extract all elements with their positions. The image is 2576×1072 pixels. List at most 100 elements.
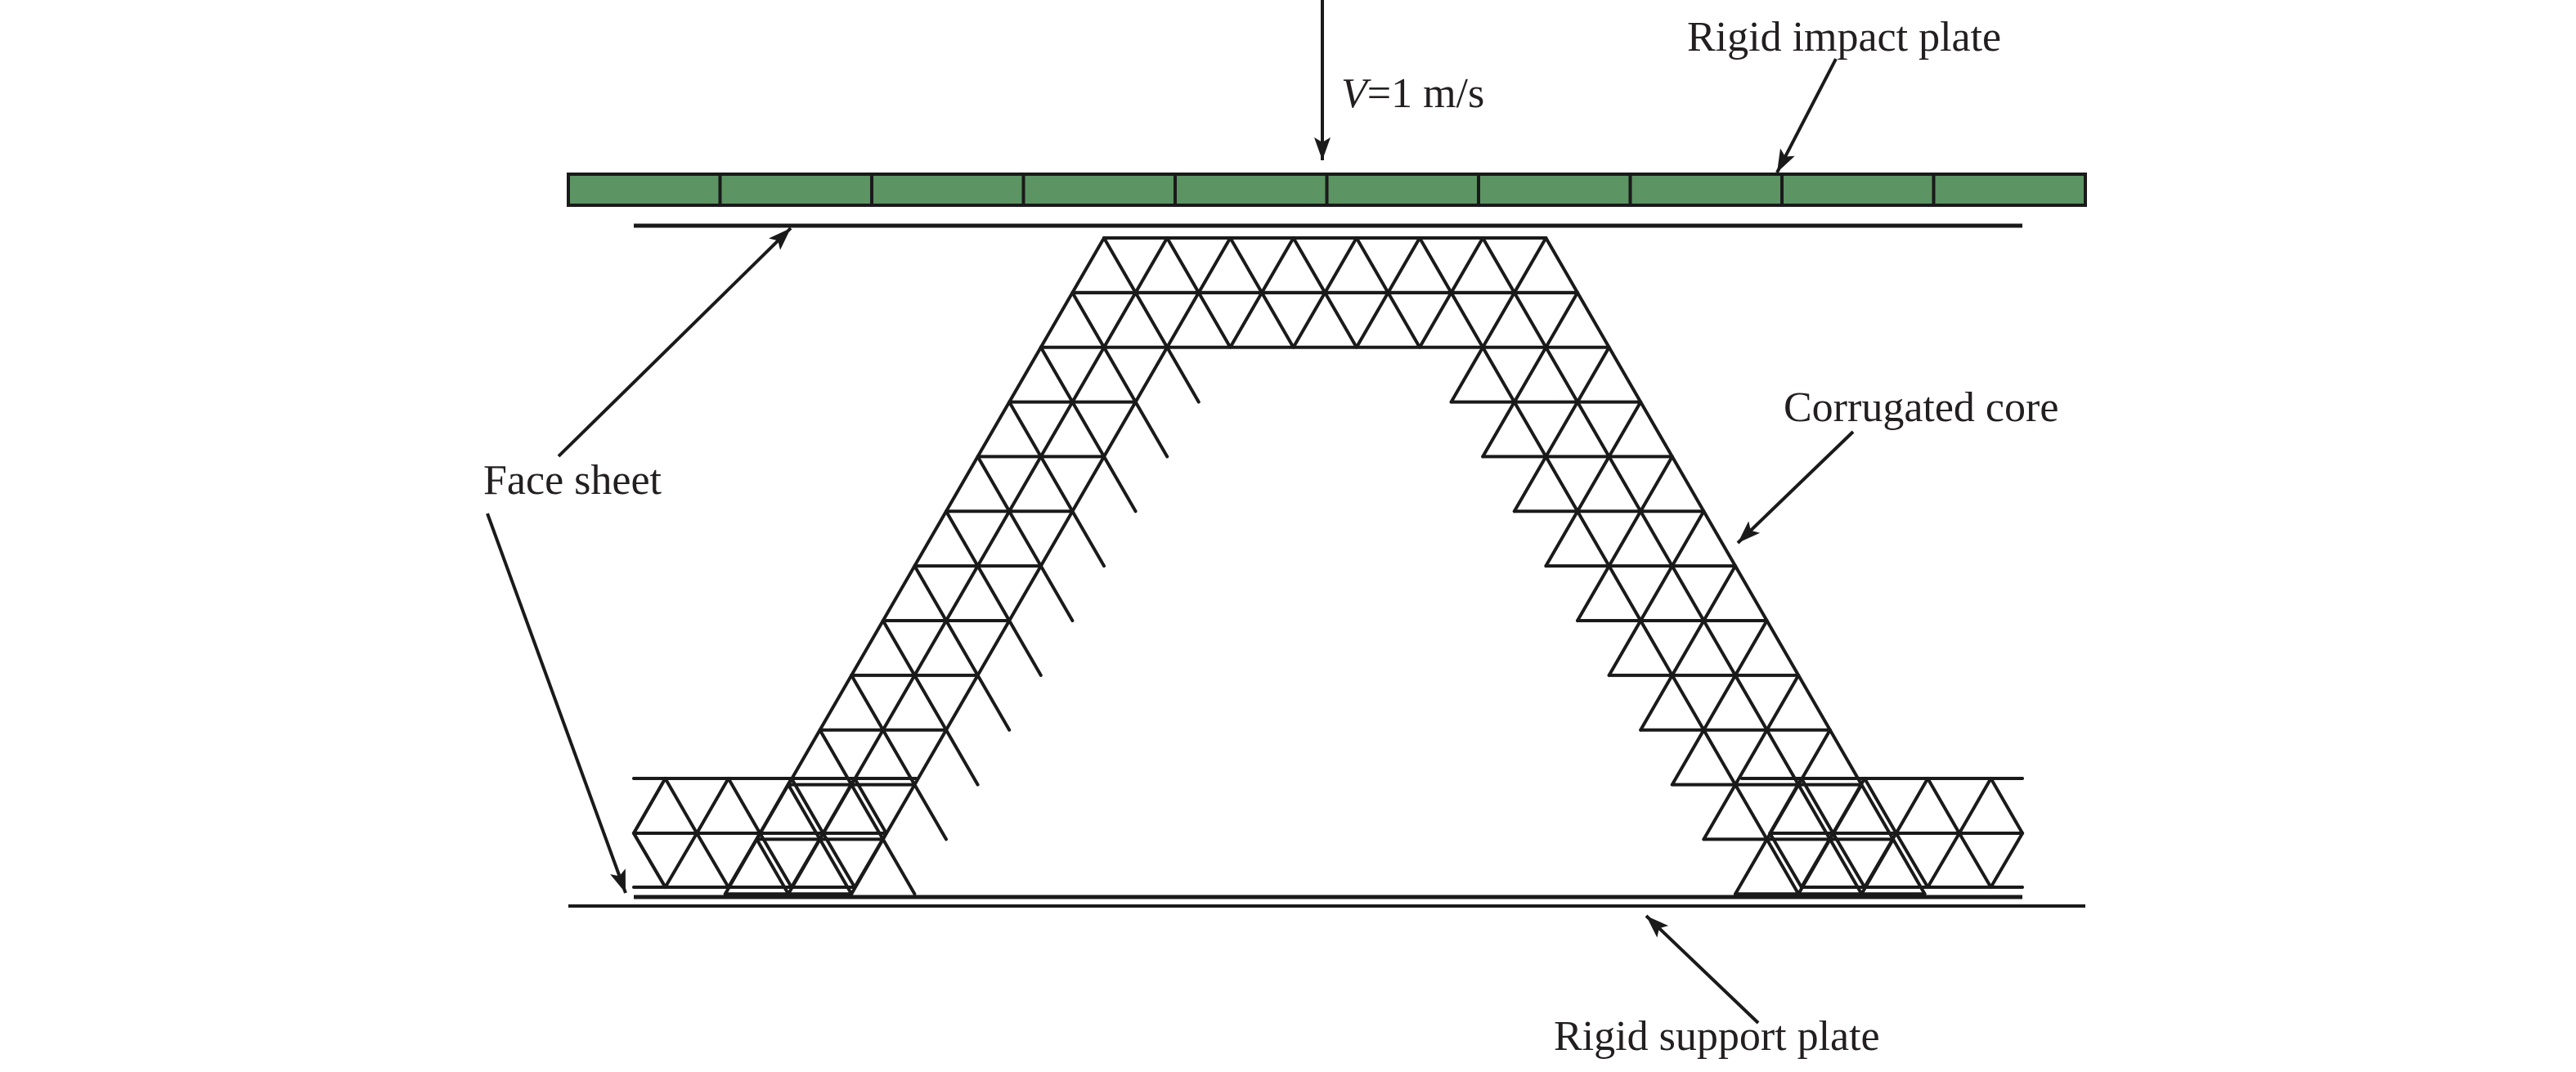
core-strut	[913, 673, 948, 732]
core-strut	[1008, 400, 1043, 459]
core-strut	[1070, 455, 1106, 514]
core-strut	[726, 777, 762, 835]
core-strut	[1354, 290, 1390, 349]
face-sheet-label: Face sheet	[483, 457, 662, 504]
core-strut	[1799, 777, 1835, 835]
core-strut	[1418, 236, 1453, 294]
core-strut	[1734, 673, 1769, 732]
core-strut	[1734, 619, 1769, 677]
core-strut	[1102, 236, 1138, 294]
core-strut	[1702, 619, 1737, 677]
core-strut	[1133, 236, 1169, 294]
core-strut	[1828, 728, 1864, 787]
core-strut	[726, 832, 762, 889]
core-strut	[1702, 564, 1737, 623]
core-strut	[1228, 236, 1263, 294]
core-strut	[1196, 236, 1232, 294]
core-strut	[1765, 673, 1801, 732]
core-strut	[1165, 290, 1200, 349]
core-strut	[1702, 728, 1737, 787]
core-strut	[913, 509, 948, 568]
core-strut	[787, 728, 822, 787]
core-strut	[850, 673, 885, 732]
core-strut	[976, 509, 1012, 568]
core-strut	[1734, 837, 1769, 896]
core-strut	[881, 619, 917, 677]
velocity-value: =1 m/s	[1367, 70, 1484, 117]
core-strut	[1228, 290, 1263, 349]
core-strut	[1544, 345, 1579, 404]
core-strut	[1670, 455, 1706, 514]
core-strut	[1133, 290, 1169, 349]
core-strut	[1734, 564, 1769, 623]
core-strut	[853, 777, 888, 835]
core-strut	[695, 777, 730, 835]
core-strut	[1768, 777, 1803, 835]
core-strut	[1512, 400, 1548, 459]
core-strut	[1607, 509, 1643, 568]
core-strut	[850, 783, 885, 841]
core-strut	[881, 564, 917, 623]
core-strut	[1797, 673, 1832, 732]
core-strut	[1892, 837, 1927, 896]
core-strut	[1544, 509, 1579, 568]
impact-plate-segment	[1325, 173, 1480, 207]
core-strut	[1734, 783, 1769, 841]
core-strut	[1512, 236, 1548, 294]
core-strut	[755, 837, 790, 896]
velocity-symbol: V	[1341, 70, 1371, 117]
core-strut	[1670, 619, 1706, 677]
core-strut	[1133, 400, 1169, 459]
core-strut	[1607, 564, 1643, 623]
face-sheet-leader-bottom	[486, 513, 627, 894]
core-strut	[945, 619, 980, 677]
core-strut	[1291, 290, 1327, 349]
core-strut	[1039, 564, 1075, 623]
core-strut	[850, 728, 885, 787]
core-strut	[976, 455, 1012, 514]
impact-plate-segment	[1932, 173, 2087, 207]
core-strut	[1576, 564, 1611, 623]
core-strut	[1765, 728, 1801, 787]
core-strut	[1070, 290, 1106, 349]
core-strut	[976, 619, 1012, 677]
core-strut	[1481, 236, 1516, 294]
core-strut	[663, 832, 699, 889]
core-strut	[1576, 455, 1611, 514]
core-strut	[1639, 400, 1674, 459]
core-strut	[1989, 832, 2025, 889]
core-strut	[1702, 673, 1737, 732]
core-strut	[787, 783, 822, 841]
core-strut	[976, 400, 1012, 459]
core-strut	[1670, 509, 1706, 568]
core-strut	[1957, 777, 1993, 835]
impact-plate-segment	[1628, 173, 1784, 207]
core-strut	[1008, 619, 1043, 677]
velocity-label: V=1 m/s	[1341, 70, 1484, 117]
core-strut	[1576, 400, 1611, 459]
core-strut	[1576, 509, 1611, 568]
core-strut	[945, 728, 980, 787]
core-strut	[1544, 400, 1579, 459]
core-strut	[1512, 290, 1548, 349]
core-strut	[945, 509, 980, 568]
core-strut	[913, 728, 948, 787]
impact-plate-segment	[1477, 173, 1632, 207]
core-strut	[1354, 236, 1390, 294]
core-strut	[1576, 290, 1611, 349]
core-strut	[789, 777, 825, 835]
core-strut	[1544, 236, 1579, 294]
core-strut	[1639, 564, 1674, 623]
core-strut	[913, 564, 948, 623]
core-strut	[789, 832, 825, 889]
core-strut	[1039, 509, 1075, 568]
impact-plate-segment	[567, 173, 722, 207]
core-strut	[1102, 400, 1138, 459]
core-strut	[1039, 345, 1075, 404]
core-strut	[1544, 455, 1579, 514]
core-strut	[1957, 832, 1993, 889]
rigid-impact-plate-label: Rigid impact plate	[1687, 14, 2001, 61]
impact-plate-segment	[870, 173, 1025, 207]
core-strut	[1734, 728, 1769, 787]
rigid-impact-plate-leader	[1775, 58, 1838, 173]
